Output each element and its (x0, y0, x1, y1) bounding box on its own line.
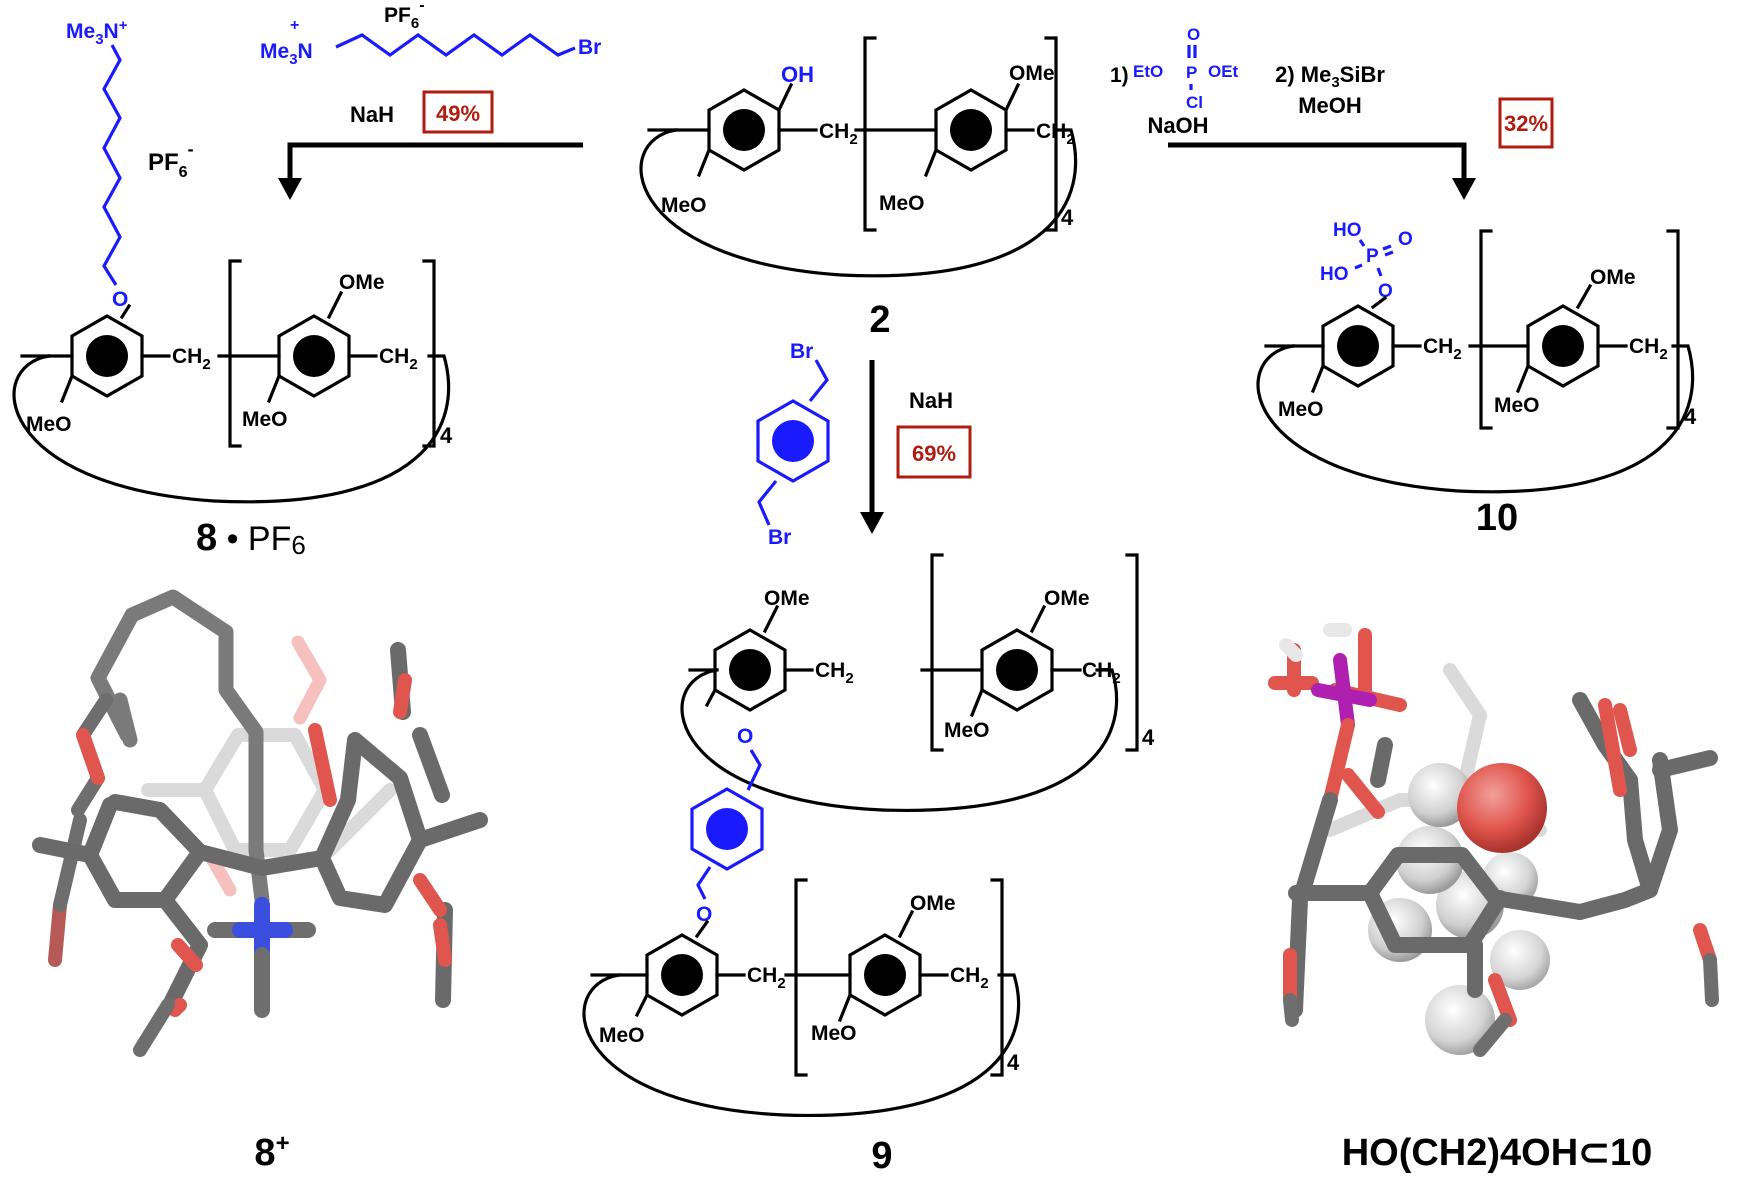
compound-8-number: 8 (196, 517, 217, 559)
repeat-count: 4 (440, 423, 453, 448)
ch2-repeat-label: CH2 (1629, 335, 1668, 363)
compound-9-upper: OMe CH2 OMe MeO CH2 4 (680, 553, 1155, 812)
compound-9-label: 9 (871, 1135, 892, 1177)
chloro-label: Cl (1186, 93, 1203, 112)
step2-solvent: MeOH (1298, 93, 1362, 118)
linker-o-upper: O (737, 725, 753, 748)
compound-2-label: 2 (869, 299, 890, 341)
ch2-label: CH2 (172, 345, 211, 373)
methoxy-label: MeO (1278, 398, 1324, 421)
reagent-cation-label: Me3N (260, 40, 313, 68)
crystal-structure-10 (1268, 623, 1719, 1057)
methoxy-label: MeO (26, 413, 72, 436)
yield-box-down (896, 425, 972, 479)
counterion-label: PF6- (148, 139, 194, 181)
phosphoryl-o-label: O (1187, 25, 1200, 44)
methoxy-top-label: OMe (1044, 587, 1090, 610)
ethoxy-left-label: EtO (1133, 62, 1163, 81)
ch2-label: CH2 (1423, 335, 1462, 363)
chain-head-label: Me3N+ (66, 17, 128, 48)
hydroxyl-label: OH (781, 62, 814, 87)
compound-9-lower: MeO CH2 OMe MeO CH2 4 (582, 878, 1021, 1117)
compound-9-linker: O O (690, 725, 764, 926)
methoxy-bottom-label: MeO (1494, 394, 1540, 417)
phosphate-p-label: P (1366, 246, 1379, 267)
methoxy-bottom-label: MeO (944, 719, 990, 742)
methoxy-label: MeO (661, 194, 707, 217)
step1-base: NaOH (1147, 113, 1208, 138)
ch2-repeat-label: CH2 (1082, 659, 1121, 687)
bromo-bottom-label: Br (768, 526, 791, 549)
methoxy-bottom-label: MeO (879, 192, 925, 215)
compound-8: Me3N+ O PF6- (66, 17, 194, 311)
methoxy-top-label: OMe (1009, 62, 1055, 85)
reagent-halide-label: Br (578, 36, 601, 59)
methoxy-bottom-label: MeO (242, 408, 288, 431)
ch2-repeat-label: CH2 (379, 345, 418, 373)
down-reaction: Br Br NaH 69% (756, 340, 972, 549)
crystal-8-label: 8+ (254, 1130, 289, 1174)
crystal-8-number: 8 (254, 1132, 275, 1174)
ch2-label: CH2 (747, 964, 786, 992)
compound-10-phosphate: HO HO P O O (1320, 220, 1413, 302)
phosphate-oh2-label: HO (1320, 264, 1349, 285)
compound-8-macrocycle: MeO CH2 OMe MeO CH2 4 (12, 259, 453, 504)
yield-down: 69% (912, 441, 956, 466)
arrow-head-icon (1452, 178, 1476, 200)
methoxy-bottom-label: MeO (599, 1024, 645, 1047)
base-label: NaH (350, 102, 394, 127)
methoxy-top-label: OMe (1590, 266, 1636, 289)
phosphate-oh1-label: HO (1333, 220, 1362, 241)
methoxy-top-label: OMe (910, 892, 956, 915)
compound-2: OH MeO CH2 OMe MeO CH2 4 (639, 36, 1078, 278)
ch2-repeat-label: CH2 (950, 964, 989, 992)
plus-charge: + (290, 17, 299, 34)
step1-prefix: 1) (1110, 64, 1129, 87)
reagent-counterion-label: PF6- (384, 0, 425, 32)
ch2-label: CH2 (815, 659, 854, 687)
yield-box-left (422, 90, 494, 134)
repeat-count: 4 (1061, 205, 1074, 230)
phosphate-o-double-label: O (1398, 229, 1413, 250)
base-label: NaH (909, 388, 953, 413)
step2-reagent: 2) Me3SiBr (1275, 62, 1385, 91)
left-reaction: Me3N + PF6- Br NaH 49% (260, 0, 601, 200)
bromo-top-label: Br (790, 340, 813, 363)
right-reaction: 1) O P EtO OEt Cl NaOH 2) Me3SiBr MeOH 3… (1110, 25, 1554, 200)
ethoxy-right-label: OEt (1208, 62, 1239, 81)
linker-o-label: O (112, 288, 128, 311)
repeat-count: 4 (1007, 1050, 1020, 1075)
phosphate-o-link-label: O (1378, 281, 1393, 302)
yield-box-right (1498, 97, 1554, 149)
yield-left: 49% (436, 101, 480, 126)
linker-o-lower: O (696, 903, 712, 926)
methoxy-top-label: OMe (339, 271, 385, 294)
crystal-8-charge: + (276, 1130, 290, 1157)
compound-8-label: 8 • PF6 (196, 517, 306, 560)
methoxy-bottom-label: MeO (811, 1022, 857, 1045)
repeat-count: 4 (1684, 404, 1697, 429)
arrow-head-icon (860, 512, 884, 534)
arrow-head-icon (278, 178, 302, 200)
oxygen-sphere-icon (1457, 763, 1547, 853)
crystal-structure-8 (32, 589, 488, 1057)
methoxy-top-label: OMe (764, 587, 810, 610)
crystal-10-label: HO(CH2)4OH⊂10 (1342, 1132, 1653, 1174)
yield-right: 32% (1504, 111, 1548, 136)
compound-8-counterion: • PF6 (217, 520, 306, 560)
repeat-count: 4 (1142, 725, 1155, 750)
compound-10-label: 10 (1476, 497, 1518, 539)
ch2-label: CH2 (819, 120, 858, 148)
phosphorus-label: P (1186, 63, 1197, 82)
